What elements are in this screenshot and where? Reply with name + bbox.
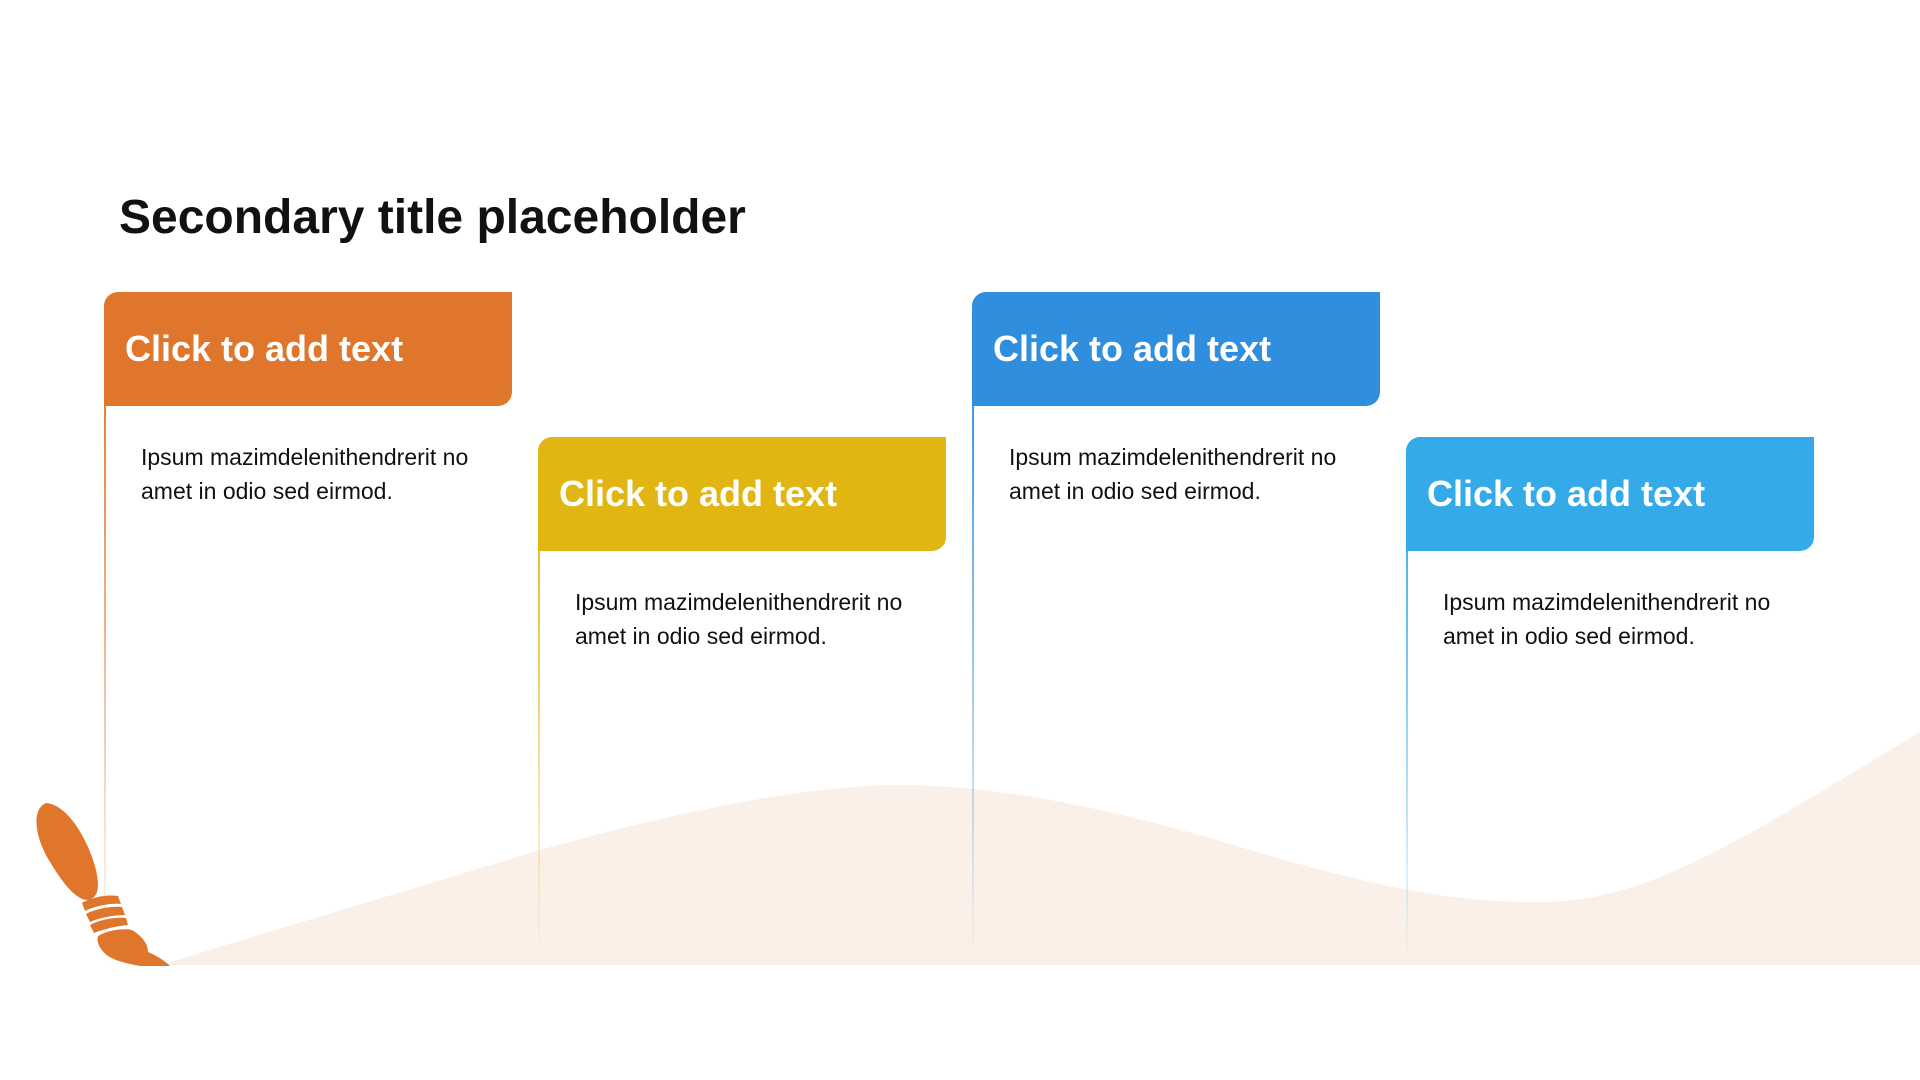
slide-title[interactable]: Secondary title placeholder	[119, 191, 746, 244]
step-stem	[972, 352, 974, 965]
step-card-4: Click to add text Ipsum mazimdelenithend…	[1406, 437, 1814, 965]
step-description[interactable]: Ipsum mazimdelenithendrerit no amet in o…	[141, 444, 469, 504]
step-description[interactable]: Ipsum mazimdelenithendrerit no amet in o…	[1009, 444, 1337, 504]
step-stem	[104, 352, 106, 965]
step-description[interactable]: Ipsum mazimdelenithendrerit no amet in o…	[1443, 589, 1771, 649]
step-card-1: Click to add text Ipsum mazimdelenithend…	[104, 292, 512, 965]
step-heading[interactable]: Click to add text	[972, 292, 1380, 406]
step-description[interactable]: Ipsum mazimdelenithendrerit no amet in o…	[575, 589, 903, 649]
step-heading[interactable]: Click to add text	[1406, 437, 1814, 551]
step-stem	[1406, 497, 1408, 965]
step-card-3: Click to add text Ipsum mazimdelenithend…	[972, 292, 1380, 965]
step-stem	[538, 497, 540, 965]
step-heading[interactable]: Click to add text	[538, 437, 946, 551]
step-heading[interactable]: Click to add text	[104, 292, 512, 406]
step-card-2: Click to add text Ipsum mazimdelenithend…	[538, 437, 946, 965]
wave-shape	[160, 732, 1920, 965]
